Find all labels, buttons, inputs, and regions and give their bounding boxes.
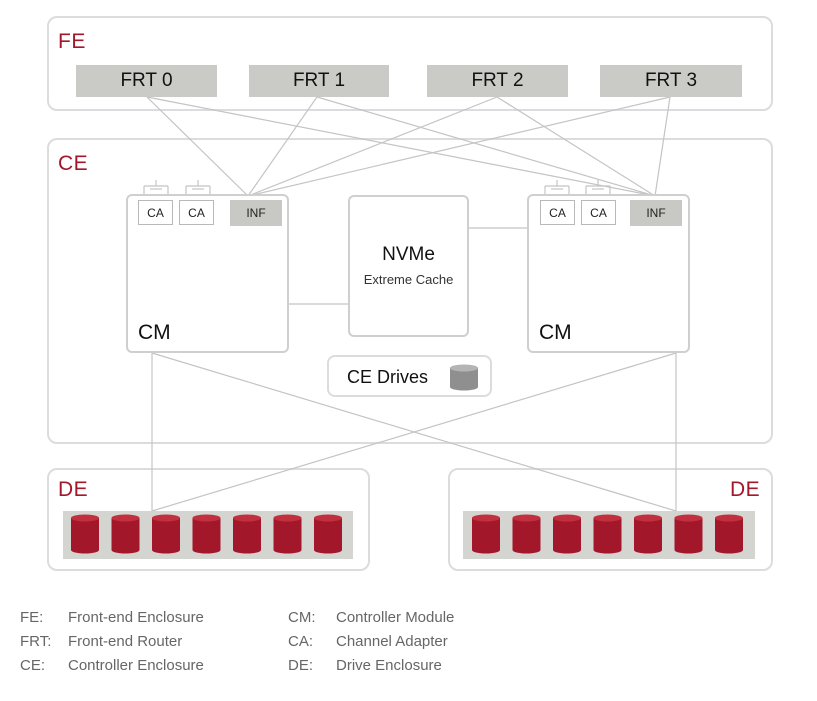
controller-module-right: CA CA INF CM xyxy=(527,194,690,353)
frt-2: FRT 2 xyxy=(427,65,568,97)
frt-1: FRT 1 xyxy=(249,65,389,97)
legend-item: CM: Controller Module xyxy=(288,609,454,626)
legend-abbr: DE: xyxy=(288,657,314,674)
drive-cylinder-icon xyxy=(71,514,99,554)
controller-module-left: CA CA INF CM xyxy=(126,194,289,353)
legend-item: FRT: Front-end Router xyxy=(20,633,182,650)
channel-adapter: CA xyxy=(138,200,173,225)
legend-item: DE: Drive Enclosure xyxy=(288,657,442,674)
legend-item: CE: Controller Enclosure xyxy=(20,657,204,674)
legend-item: CA: Channel Adapter xyxy=(288,633,448,650)
de-tag-left: DE xyxy=(58,478,89,501)
channel-adapter: CA xyxy=(179,200,214,225)
ce-drives-label: CE Drives xyxy=(347,367,429,387)
drive-tray-left xyxy=(63,511,353,559)
legend-text: Controller Module xyxy=(336,609,455,626)
legend-abbr: CE: xyxy=(20,657,46,674)
interface-block: INF xyxy=(230,200,282,226)
legend-abbr: CM: xyxy=(288,609,316,626)
fe-tag: FE xyxy=(58,30,86,53)
channel-adapter: CA xyxy=(581,200,616,225)
frt-3: FRT 3 xyxy=(600,65,742,97)
drive-cylinder-icon xyxy=(192,514,221,554)
legend-abbr: CA: xyxy=(288,633,314,650)
legend-abbr: FE: xyxy=(20,609,44,626)
legend-text: Front-end Router xyxy=(68,633,183,650)
legend-text: Drive Enclosure xyxy=(336,657,442,674)
drive-cylinder-icon xyxy=(715,514,743,554)
frt-0: FRT 0 xyxy=(76,65,217,97)
legend-abbr: FRT: xyxy=(20,633,52,650)
ce-drives: CE Drives xyxy=(327,355,492,397)
nvme-extreme-cache: NVMe Extreme Cache xyxy=(348,195,469,337)
nvme-subtitle: Extreme Cache xyxy=(363,272,454,287)
drive-cylinder-icon xyxy=(553,514,581,554)
de-tag-right: DE xyxy=(730,478,761,501)
drive-cylinder-icon xyxy=(674,514,703,554)
nvme-title: NVMe xyxy=(382,244,435,265)
drive-cylinder-icon xyxy=(273,514,302,554)
legend-text: Front-end Enclosure xyxy=(68,609,204,626)
cm-label: CM xyxy=(138,321,171,344)
drive-cylinder-icon xyxy=(593,514,622,554)
drive-cylinder-icon xyxy=(152,514,180,554)
drive-cylinder-icon xyxy=(233,514,261,554)
legend-text: Controller Enclosure xyxy=(68,657,204,674)
cm-label: CM xyxy=(539,321,572,344)
drive-cylinder-icon xyxy=(634,514,662,554)
channel-adapter: CA xyxy=(540,200,575,225)
ce-tag: CE xyxy=(58,152,89,175)
legend-text: Channel Adapter xyxy=(336,633,448,650)
drive-cylinder-icon xyxy=(450,364,478,391)
drive-cylinder-icon xyxy=(111,514,140,554)
drive-cylinder-icon xyxy=(512,514,541,554)
drive-cylinder-icon xyxy=(472,514,500,554)
interface-block: INF xyxy=(630,200,682,226)
legend-item: FE: Front-end Enclosure xyxy=(20,609,204,626)
drive-cylinder-icon xyxy=(314,514,342,554)
drive-tray-right xyxy=(463,511,755,559)
